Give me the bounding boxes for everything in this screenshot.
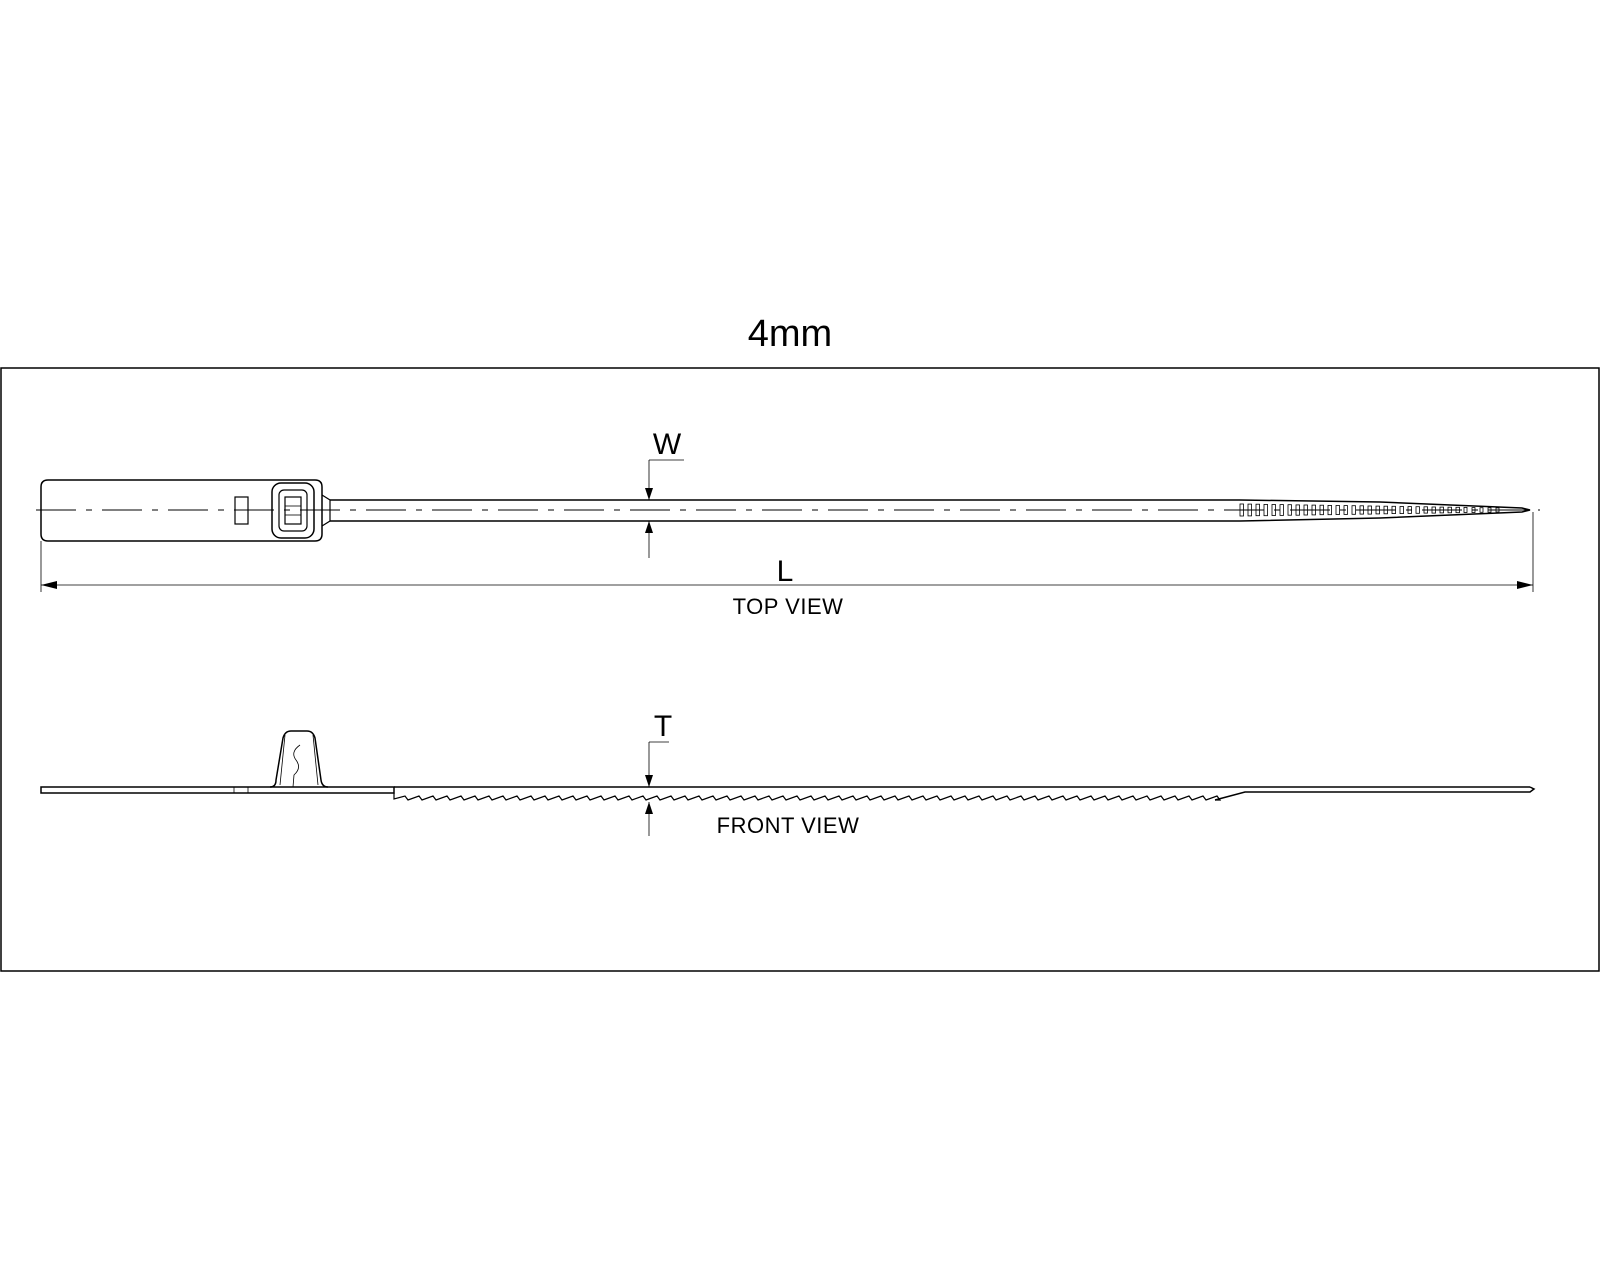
length-arrow-left (41, 581, 57, 589)
strap-teeth (393, 793, 1222, 801)
front-view-caption: FRONT VIEW (717, 813, 860, 838)
serration-slot (1351, 505, 1356, 515)
drawing-frame (0, 367, 1600, 972)
lock-pawl (284, 496, 302, 525)
width-dimension: W (645, 428, 684, 558)
strap-tip (1239, 499, 1531, 522)
drawing-title: 4mm (748, 313, 832, 355)
thickness-dimension: T (645, 710, 672, 836)
thickness-arrow-bottom (645, 802, 653, 814)
lock-frame-inner (278, 489, 308, 532)
serration-slot (1479, 507, 1484, 513)
lock-head-inner (279, 734, 286, 786)
serration-slot (1463, 506, 1468, 513)
width-arrow-top (645, 488, 653, 500)
serration-slot (1415, 506, 1420, 514)
lock-frame-outer (271, 482, 315, 539)
lock-head-inner (312, 734, 319, 786)
length-arrow-right (1517, 581, 1533, 589)
thickness-arrow-top (645, 775, 653, 787)
front-view: T FRONT VIEW (40, 710, 1536, 838)
serration-slot (1279, 504, 1284, 516)
top-view-caption: TOP VIEW (733, 594, 844, 619)
width-arrow-bottom (645, 521, 653, 533)
length-dimension: L (40, 512, 1534, 592)
serration-slot (1263, 503, 1268, 517)
length-label: L (777, 555, 794, 588)
tie-neck (321, 494, 331, 527)
strap-tail-front (1214, 786, 1536, 801)
thickness-label: T (654, 710, 672, 743)
lock-head-profile (269, 730, 329, 788)
top-view: W L TOP VIEW (36, 428, 1540, 619)
lock-pawl-profile (292, 744, 301, 788)
serration-slot (1335, 505, 1340, 515)
width-label: W (653, 428, 682, 461)
serration-slot (1399, 506, 1404, 514)
tie-base-front (40, 786, 395, 794)
tie-head-top (40, 479, 323, 542)
head-slot (234, 496, 249, 525)
